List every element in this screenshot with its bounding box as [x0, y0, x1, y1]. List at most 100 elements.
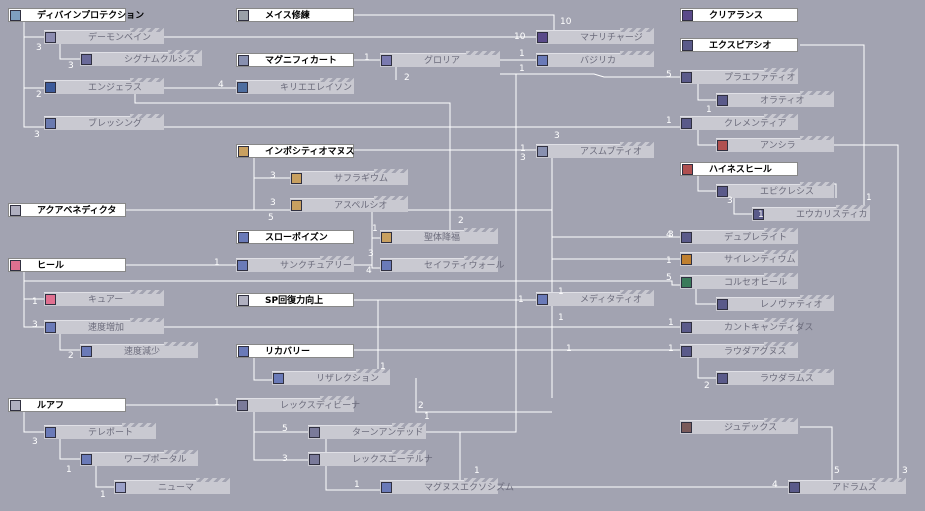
skill-label: キュアー [88, 295, 124, 305]
skill-renovatio[interactable]: レノヴァティオ [716, 295, 834, 311]
required-level: 3 [32, 320, 38, 330]
connector-line [23, 22, 44, 128]
required-level: 3 [32, 437, 38, 447]
skill-blessing[interactable]: ブレッシング [44, 114, 164, 130]
skill-divine-protection[interactable]: ディバインプロテクション [8, 8, 144, 22]
lex-divina-icon [237, 400, 248, 411]
skill-label: サンクチュアリー [280, 261, 352, 271]
required-level: 4 [772, 480, 778, 490]
skill-label: ターンアンデッド [352, 428, 424, 438]
skill-slow-poison[interactable]: スローポイズン [236, 230, 354, 244]
connector-line [415, 378, 552, 413]
skill-suffragium[interactable]: サフラギウム [290, 169, 408, 185]
skill-lex-aeterna[interactable]: レックスエーテルナ [308, 450, 433, 466]
connector-line [695, 289, 716, 305]
required-level: 2 [418, 401, 424, 411]
skill-cantocandidus[interactable]: カントキャンディダス [680, 318, 813, 334]
skill-label: リザレクション [316, 374, 380, 384]
gloria-icon [381, 55, 392, 66]
cure-icon [45, 294, 56, 305]
skill-mace-mastery[interactable]: メイス修練 [236, 8, 354, 22]
skill-basilica[interactable]: バジリカ [536, 51, 654, 67]
skill-signum-crucis[interactable]: シグナムクルシス [80, 50, 202, 66]
required-level: 2 [458, 216, 464, 226]
required-level: 10 [514, 32, 526, 42]
skill-lex-divina[interactable]: レックスディビーナ [236, 396, 360, 412]
skill-label: セイフティウォール [424, 261, 505, 271]
blessing-icon [45, 118, 56, 129]
skill-judex[interactable]: ジュデックス [680, 418, 798, 434]
skill-high-heal[interactable]: ハイネスヒール [680, 162, 798, 176]
skill-lauda-agnus[interactable]: ラウダアグヌス [680, 342, 798, 358]
skill-decrease-agi[interactable]: 速度減少 [80, 342, 198, 358]
skill-demon-bane[interactable]: デーモンベイン [44, 28, 164, 44]
skill-coluceo-heal[interactable]: コルセオヒール [680, 273, 798, 289]
required-level: 2 [704, 381, 710, 391]
skill-label: レックスディビーナ [280, 401, 361, 411]
skill-resurrection[interactable]: リザレクション [272, 369, 390, 385]
connector-line [24, 280, 680, 286]
warp-icon [81, 454, 92, 465]
skill-eucharistica[interactable]: エウカリスティカ [752, 205, 870, 221]
required-level: 4 [366, 266, 372, 276]
skill-expiatio[interactable]: エクスピアシオ [680, 38, 798, 52]
skill-impositio-manus[interactable]: インポシティオマヌス [236, 144, 354, 158]
skill-gloria[interactable]: グロリア [380, 51, 500, 67]
coluceo-icon [681, 277, 692, 288]
skill-epiclesis[interactable]: エピクレシス [716, 182, 834, 198]
skill-magnus-exorcismus[interactable]: マグヌスエクソシズム [380, 478, 514, 494]
required-level: 2 [68, 351, 74, 361]
skill-meditatio[interactable]: メディタティオ [536, 290, 654, 306]
skill-label: ジュデックス [724, 423, 778, 433]
skill-increase-agi[interactable]: 速度増加 [44, 318, 164, 334]
skill-praefatio[interactable]: プラエファティオ [680, 68, 798, 84]
required-level: 1 [519, 49, 525, 59]
skill-turn-undead[interactable]: ターンアンデッド [308, 423, 426, 439]
skill-clearance[interactable]: クリアランス [680, 8, 798, 22]
skill-pneuma[interactable]: ニューマ [114, 478, 230, 494]
skill-body-relocation[interactable]: 聖体降福 [380, 228, 498, 244]
skill-label: ルアフ [37, 401, 65, 411]
skill-oratio[interactable]: オラティオ [716, 91, 834, 107]
benediction-icon [381, 232, 392, 243]
skill-cure[interactable]: キュアー [44, 290, 164, 306]
skill-aqua-benedicta[interactable]: アクアベネディクタ [8, 203, 126, 217]
connector-line [59, 44, 80, 60]
skill-adoramus[interactable]: アドラムス [788, 478, 906, 494]
oratio-icon [717, 95, 728, 106]
skill-silentium[interactable]: サイレンティウム [680, 250, 798, 266]
skill-angelus[interactable]: エンジェラス [44, 78, 164, 94]
skill-ruwach[interactable]: ルアフ [8, 398, 126, 412]
required-level: 3 [368, 249, 374, 259]
skill-magnificat[interactable]: マグニフィカート [236, 53, 354, 67]
required-level: 3 [34, 130, 40, 140]
skill-sp-recovery[interactable]: SP回復力向上 [236, 293, 354, 307]
required-level: 1 [668, 318, 674, 328]
teleport-icon [45, 427, 56, 438]
skill-heal[interactable]: ヒール [8, 258, 126, 272]
duple-light-icon [681, 232, 692, 243]
skill-label: オラティオ [760, 96, 805, 106]
skill-aspersio[interactable]: アスペルシオ [290, 196, 408, 212]
skill-label: アドラムス [832, 483, 877, 493]
hand-icon [238, 146, 249, 157]
required-level: 5 [282, 424, 288, 434]
skill-assumptio[interactable]: アスムプティオ [536, 142, 654, 158]
required-level: 1 [214, 398, 220, 408]
skill-clementia[interactable]: クレメンティア [680, 114, 798, 130]
angel-icon [45, 82, 56, 93]
agi-up-icon [45, 322, 56, 333]
skill-safety-wall[interactable]: セイフティウォール [380, 256, 504, 272]
required-level: 1 [354, 480, 360, 490]
connector-line [697, 358, 716, 379]
skill-sanctuary[interactable]: サンクチュアリー [236, 256, 354, 272]
skill-recovery[interactable]: リカバリー [236, 344, 354, 358]
skill-ancilla[interactable]: アンシラ [716, 136, 834, 152]
skill-magnus-exorcismus-charge[interactable]: マナリチャージ [536, 28, 654, 44]
skill-kyrie-eleison[interactable]: キリエエレイソン [236, 78, 354, 94]
connector-line [697, 130, 716, 146]
skill-warp-portal[interactable]: ワープポータル [80, 450, 198, 466]
skill-lauda-ramus[interactable]: ラウダラムス [716, 369, 834, 385]
skill-duple-light[interactable]: デュプレライト [680, 228, 798, 244]
skill-teleport[interactable]: テレポート [44, 423, 156, 439]
